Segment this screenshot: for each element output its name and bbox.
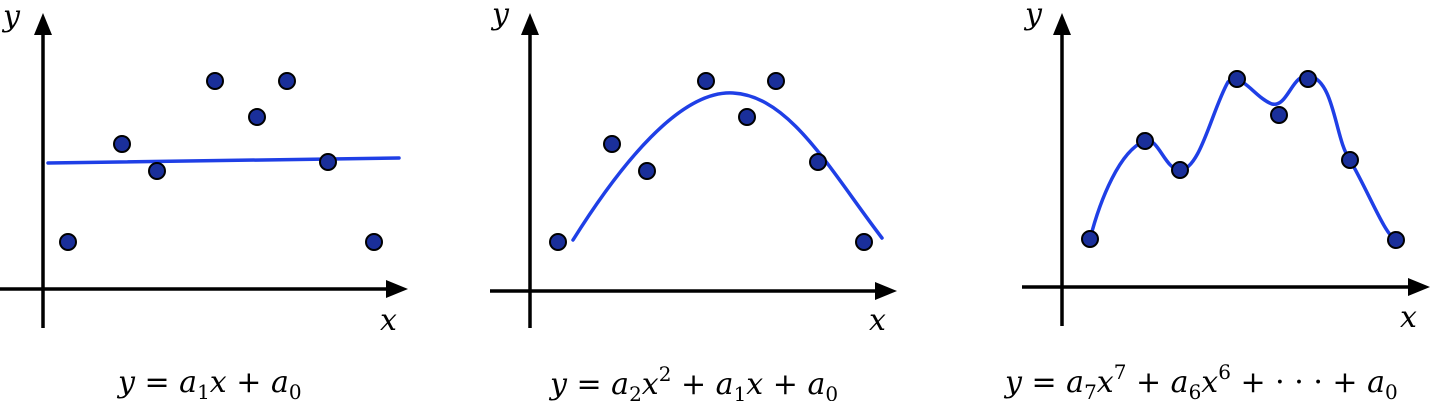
x-axis-arrowhead: [875, 282, 897, 300]
data-point: [59, 233, 77, 251]
data-point: [549, 233, 567, 251]
data-point: [1228, 70, 1246, 88]
data-point: [113, 135, 131, 153]
data-point: [1136, 132, 1154, 150]
data-point: [1299, 70, 1317, 88]
data-point: [148, 162, 166, 180]
y-axis-label: y: [1, 0, 21, 34]
data-point: [365, 233, 383, 251]
data-point: [319, 153, 337, 171]
equation-septic: y = a7x7 + a6x6 + · · · + a0: [1003, 360, 1398, 401]
y-axis-arrowhead: [1053, 13, 1071, 35]
data-point: [697, 72, 715, 90]
equation-quadratic: y = a2x2 + a1x + a0: [548, 362, 838, 401]
data-point: [248, 108, 266, 126]
quadratic-fit-curve: [571, 91, 884, 242]
y-axis-label: y: [490, 0, 510, 32]
data-point: [638, 162, 656, 180]
data-point: [767, 72, 785, 90]
y-axis-arrowhead: [34, 13, 52, 35]
data-point: [1341, 151, 1359, 169]
panel-linear: y x y = a1x + a0: [0, 0, 408, 401]
equation-linear: y = a1x + a0: [116, 365, 302, 401]
x-axis-label: x: [1400, 300, 1417, 335]
panel-septic: y x y = a7x7 + a6x6 + · · · + a0: [1003, 0, 1430, 401]
x-axis-label: x: [869, 303, 886, 338]
x-axis-arrowhead: [1408, 278, 1430, 296]
data-point: [855, 233, 873, 251]
data-point: [278, 72, 296, 90]
data-point: [1387, 231, 1405, 249]
data-point: [206, 72, 224, 90]
y-axis-arrowhead: [521, 13, 539, 35]
data-point: [603, 135, 621, 153]
data-point: [1171, 161, 1189, 179]
x-axis-arrowhead: [386, 280, 408, 298]
data-point: [1270, 106, 1288, 124]
data-point: [809, 153, 827, 171]
data-point: [738, 108, 756, 126]
x-axis-label: x: [380, 303, 397, 338]
linear-fit-line: [46, 156, 401, 165]
y-axis-label: y: [1023, 0, 1043, 32]
panel-quadratic: y x y = a2x2 + a1x + a0: [490, 0, 897, 401]
data-point: [1081, 230, 1099, 248]
